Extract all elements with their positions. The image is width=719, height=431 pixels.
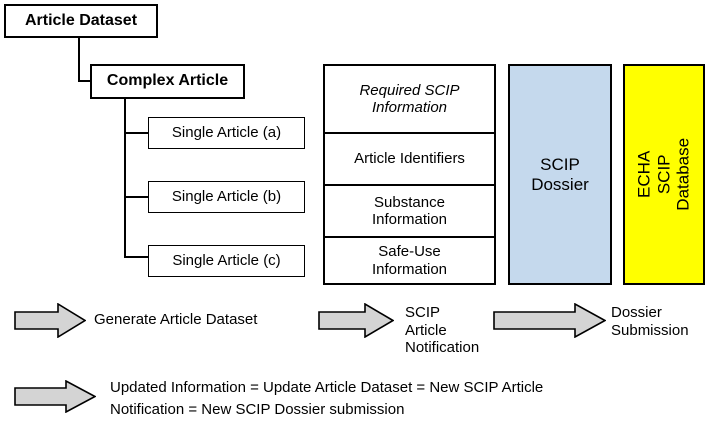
connector-article-dataset-horizontal: [78, 80, 92, 82]
scip-table-header: Required SCIP Information: [325, 66, 494, 134]
node-article-dataset: Article Dataset: [4, 4, 158, 38]
right-arrow-icon-updated-information: [14, 380, 96, 413]
scip-table-row-safe-use-information: Safe-Use Information: [371, 243, 448, 278]
node-single-article-c: Single Article (c): [148, 245, 305, 277]
node-echa-scip-database: ECHA SCIP Database: [623, 64, 705, 285]
flow-label-dossier-submission: Dossier Submission: [611, 304, 689, 339]
echa-scip-database-label: ECHA SCIP Database: [634, 138, 693, 211]
scip-information-table: Required SCIP Information Article Identi…: [323, 64, 496, 285]
scip-table-row-article-identifiers: Article Identifiers: [325, 134, 494, 186]
node-scip-dossier: SCIP Dossier: [508, 64, 612, 285]
node-single-article-b: Single Article (b): [148, 181, 305, 213]
connector-single-article-c: [124, 256, 149, 258]
connector-article-dataset-vertical: [78, 38, 80, 82]
right-arrow-icon-dossier-submission: [493, 303, 606, 338]
scip-table-row-substance-information: Substance Information: [325, 186, 494, 238]
right-arrow-icon-scip-notification: [318, 303, 394, 338]
flow-label-scip-article-notification: SCIP Article Notification: [405, 304, 480, 357]
footer-note-label: Updated Information = Update Article Dat…: [110, 379, 544, 418]
right-arrow-icon-generate: [14, 303, 86, 338]
flow-label-generate-article-dataset: Generate Article Dataset: [94, 311, 258, 328]
node-complex-article: Complex Article: [90, 64, 245, 99]
node-single-article-a: Single Article (a): [148, 117, 305, 149]
connector-single-article-b: [124, 196, 149, 198]
connector-complex-article-trunk: [124, 99, 126, 257]
connector-single-article-a: [124, 132, 149, 134]
